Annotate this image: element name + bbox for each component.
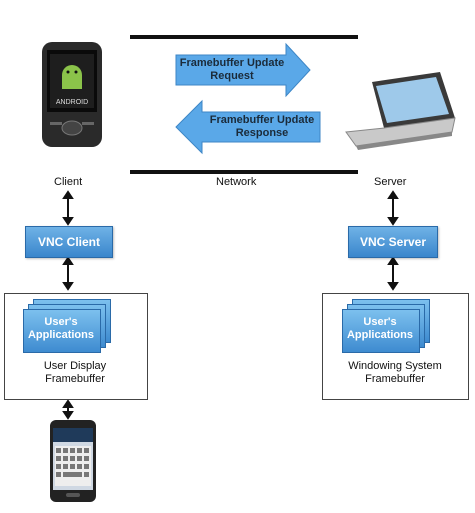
client-label: Client — [54, 176, 83, 188]
smartphone-keyboard-icon — [50, 420, 96, 502]
windowing-system-framebuffer-label: Windowing System Framebuffer — [348, 360, 442, 385]
vnc-server-box: VNC Server — [348, 226, 438, 258]
apps-doc-front — [23, 309, 101, 353]
user-applications-label-right: User's Applications — [346, 316, 413, 341]
svg-text:ANDROID: ANDROID — [56, 99, 88, 106]
vnc-client-box: VNC Client — [25, 226, 113, 258]
android-phone-icon: ANDROID — [42, 42, 102, 147]
user-display-framebuffer-label: User Display Framebuffer — [43, 360, 107, 385]
response-arrow — [175, 99, 321, 155]
server-connector-arrows — [387, 190, 399, 291]
network-label: Network — [216, 176, 257, 188]
network-bottom-line — [130, 170, 358, 174]
request-arrow — [175, 42, 311, 98]
user-applications-label-left: User's Applications — [27, 316, 94, 341]
apps-doc-front-right — [342, 309, 420, 353]
server-label: Server — [374, 176, 407, 188]
request-arrow-label: Framebuffer Update Request — [179, 57, 285, 82]
network-top-line — [130, 35, 358, 39]
response-arrow-label: Framebuffer Update Response — [209, 114, 315, 139]
laptop-icon — [345, 72, 456, 150]
client-connector-arrows — [62, 190, 74, 420]
